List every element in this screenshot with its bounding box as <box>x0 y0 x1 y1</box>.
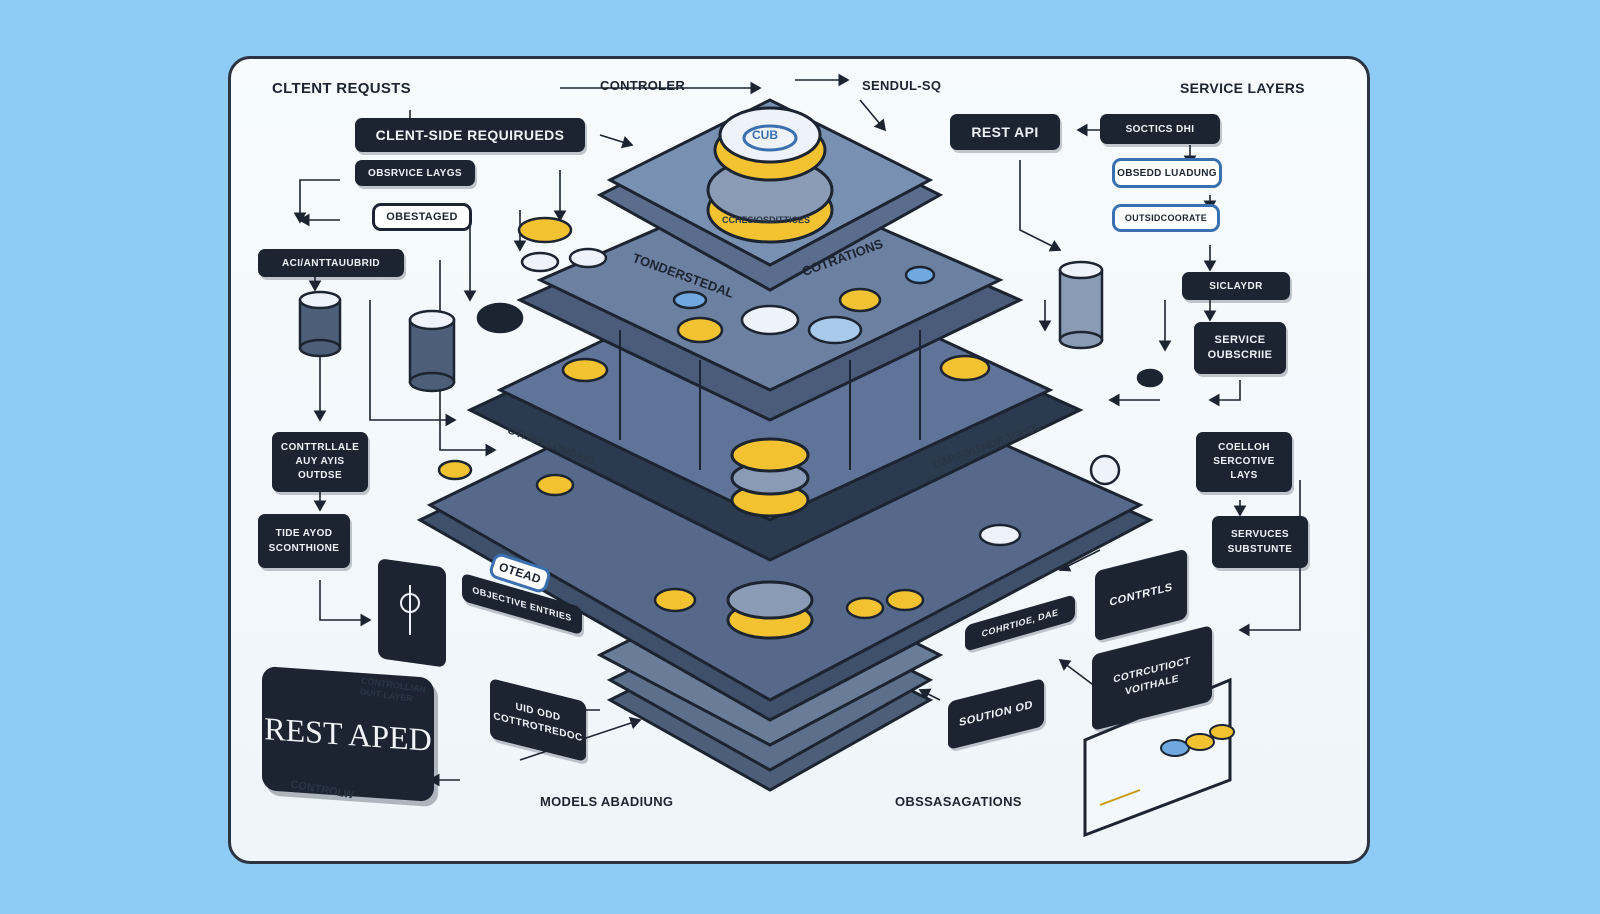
models-label: MODELS ABADIUNG <box>540 794 674 809</box>
aci-box: ACI/ANTTAUUBRID <box>258 249 404 277</box>
central-disc-column <box>706 106 834 640</box>
tide-box: TIDE AYOD SCONTHIONE <box>258 514 350 568</box>
sicyadr-box: SICLAYDR <box>1182 272 1290 300</box>
top-disc-label: CUB <box>752 128 778 142</box>
client-side-box: CLENT-SIDE REQUIRUEDS <box>355 118 585 152</box>
header-service-layers: SERVICE LAYERS <box>1180 80 1305 96</box>
database-icon <box>298 260 1164 393</box>
obestaged-pill: OBESTAGED <box>372 203 472 231</box>
antenna-icon <box>378 559 446 667</box>
header-sendul: SENDUL-SQ <box>862 78 942 93</box>
outbound-pill: OUTSIDCOORATE <box>1112 204 1220 232</box>
header-controller: CONTROLER <box>600 78 686 93</box>
observations-label: OBSSASAGATIONS <box>895 794 1022 809</box>
rest-api-box: REST API <box>950 114 1060 150</box>
service-layer-box: OBSRVICE LAYGS <box>355 160 475 186</box>
coelloh-box: COELLOH SERCOTIVE LAYS <box>1196 432 1292 492</box>
services-box: SERVUCES SUBSTUNTE <box>1212 516 1308 568</box>
service-sub-box: SERVICE OUBSCRIIE <box>1194 322 1286 374</box>
scotics-box: SOCTICS DHI <box>1100 114 1220 144</box>
controllable-box: CONTTRLLALE AUY AYIS OUTDSE <box>272 432 368 492</box>
header-client-requests: CLTENT REQUSTS <box>272 80 411 97</box>
obsed-pill: OBSEDD LUADUNG <box>1112 158 1222 188</box>
ring-label: CCHESIOSDITTICES <box>722 215 811 225</box>
logo-icon <box>742 124 798 152</box>
